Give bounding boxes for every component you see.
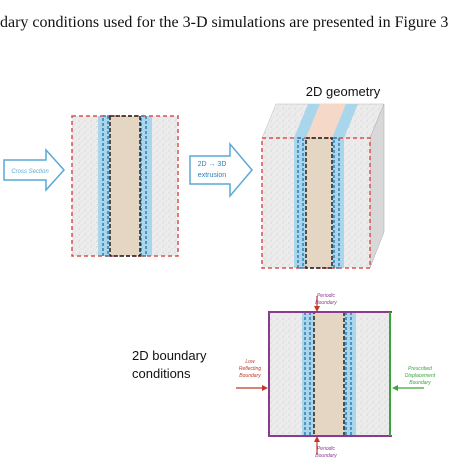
boundary-condition-panel — [236, 296, 424, 454]
prescribed-label-2: Displacement — [405, 373, 436, 379]
periodic-bottom-label-2: Boundary — [315, 453, 337, 459]
extrusion-label-line1: 2D → 3D — [198, 161, 227, 168]
cross-section-panel — [71, 115, 179, 257]
extrusion-arrow — [189, 141, 253, 199]
extrusion-label-line2: extrusion — [198, 172, 227, 179]
geometry-title: 2D geometry — [306, 84, 381, 99]
periodic-bottom-label-1: Periodic — [317, 446, 336, 452]
bc-label-line2: conditions — [132, 366, 191, 381]
low-reflecting-label-2: Reflecting — [239, 366, 261, 372]
periodic-top-label-2: Boundary — [315, 300, 337, 306]
caption-text: dary conditions used for the 3-D simulat… — [0, 14, 449, 31]
low-reflecting-label-1: Low — [245, 359, 255, 365]
extruded-3d-block — [261, 103, 385, 269]
periodic-top-label-1: Periodic — [317, 293, 336, 299]
prescribed-label-3: Boundary — [409, 380, 431, 386]
prescribed-label-1: Prescribed — [408, 366, 432, 372]
low-reflecting-label-3: Boundary — [239, 373, 261, 379]
cross-section-arrow — [3, 148, 66, 192]
cross-section-label: Cross Section — [11, 169, 49, 175]
bc-label-line1: 2D boundary — [132, 348, 207, 363]
